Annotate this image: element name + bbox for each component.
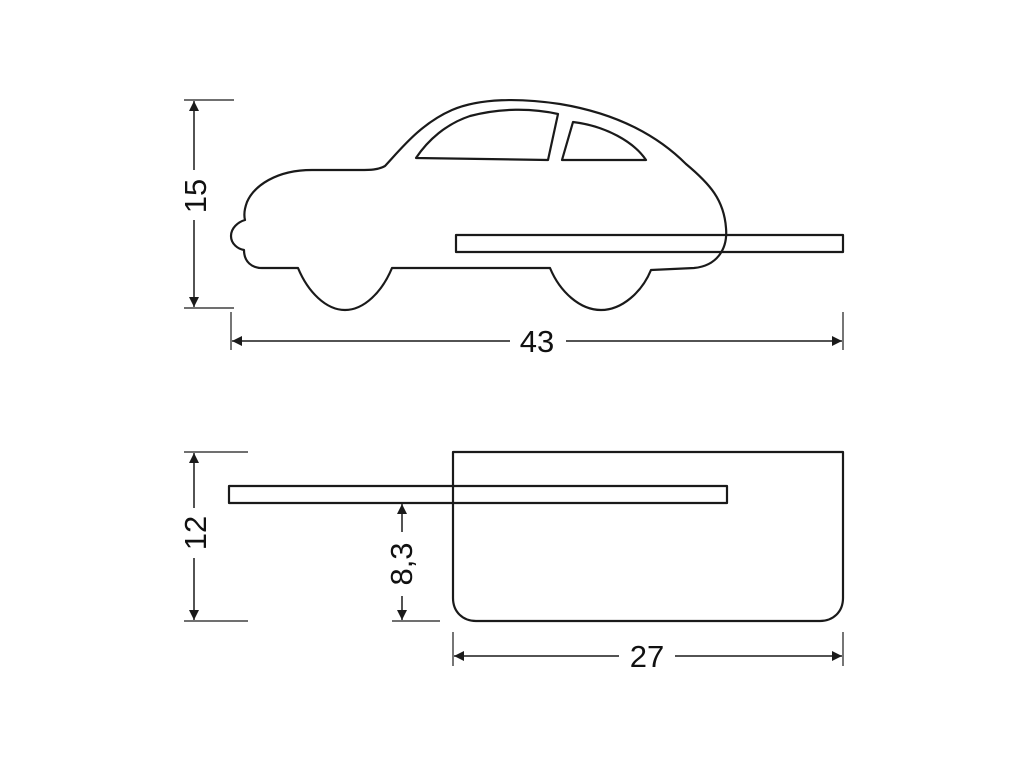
car-window-rear bbox=[560, 120, 648, 162]
shelf-depth-dimension: 12 bbox=[176, 451, 248, 622]
shelf-offset-label: 8,3 bbox=[384, 542, 419, 585]
car-window-front bbox=[414, 108, 560, 162]
total-length-dimension: 43 bbox=[230, 312, 844, 362]
shelf-width-label: 27 bbox=[630, 639, 664, 674]
shelf-board-side bbox=[227, 484, 729, 505]
shelf-depth-label: 12 bbox=[178, 516, 213, 550]
car-body-outline bbox=[229, 99, 728, 312]
car-shelf-board bbox=[454, 233, 845, 254]
shelf-offset-dimension: 8,3 bbox=[384, 504, 440, 622]
shelf-width-dimension: 27 bbox=[452, 632, 844, 678]
total-length-label: 43 bbox=[520, 324, 554, 359]
car-side-view bbox=[229, 99, 845, 312]
car-height-label: 15 bbox=[178, 179, 213, 213]
car-height-dimension: 15 bbox=[176, 99, 234, 309]
wall-plate-outline bbox=[451, 450, 845, 623]
shelf-side-view bbox=[227, 450, 845, 623]
